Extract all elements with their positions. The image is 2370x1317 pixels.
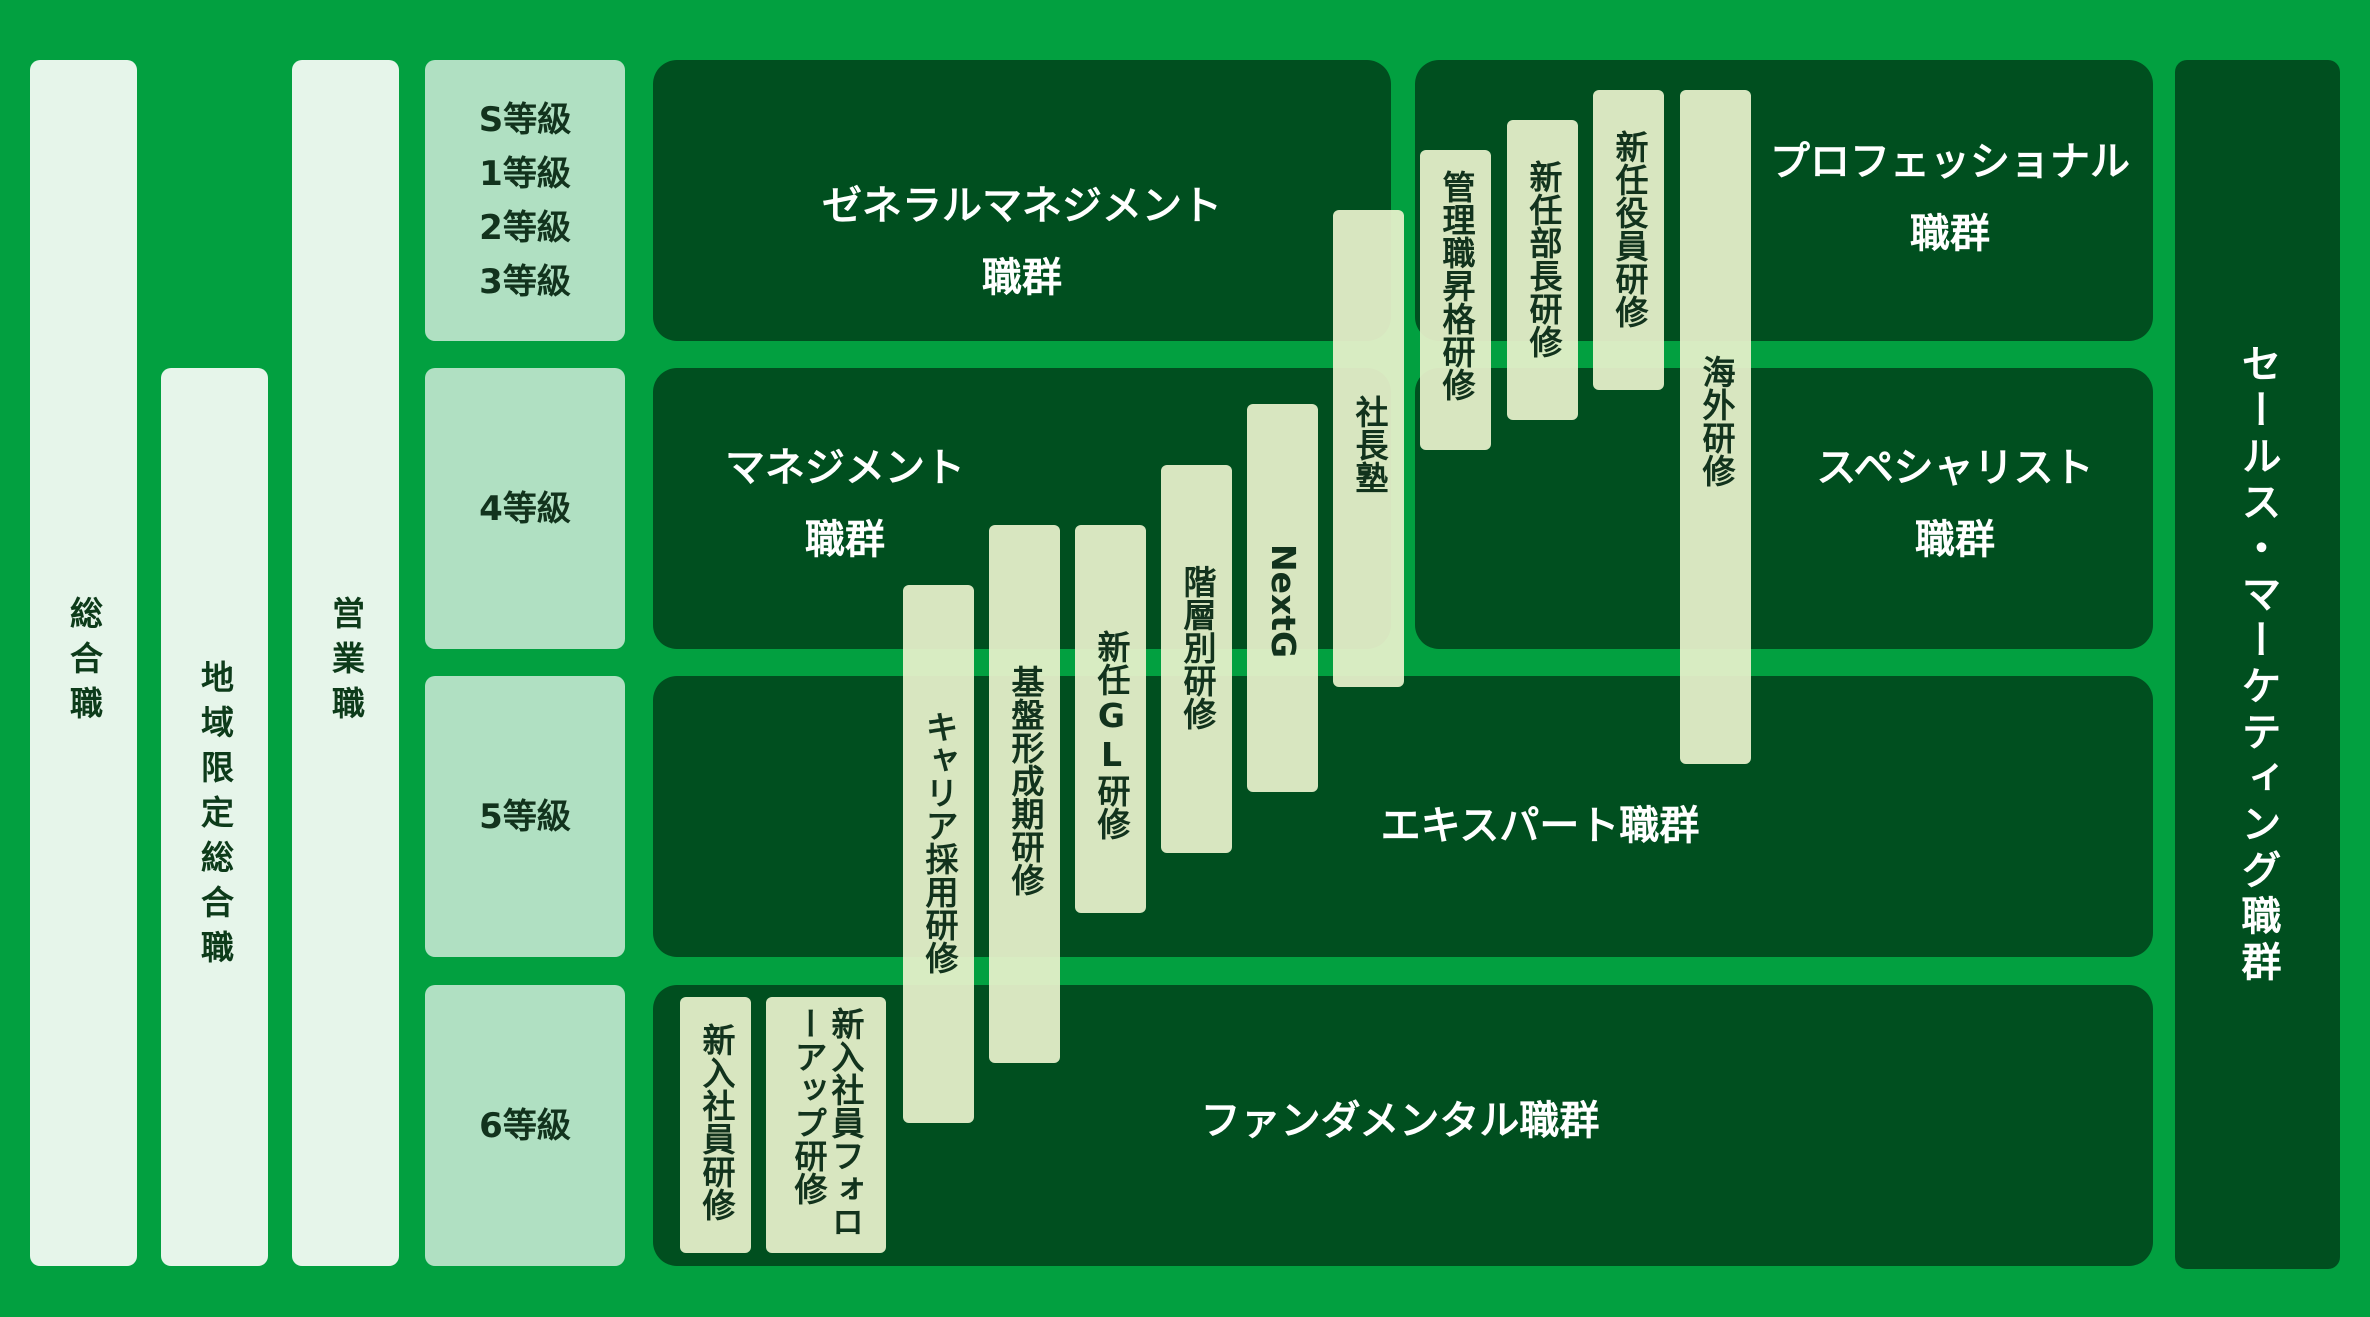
group-title: マネジメント bbox=[725, 445, 965, 491]
training-new-department-head: 新任部長研修 bbox=[1507, 120, 1578, 420]
training-career-hire: キャリア採用研修 bbox=[903, 585, 974, 1123]
group-title: エキスパート職群 bbox=[1380, 803, 1700, 849]
group-title-professional: プロフェッショナル 職群 bbox=[1760, 126, 2140, 270]
track-label: 地域限定総合職 bbox=[195, 659, 235, 975]
training-overseas: 海外研修 bbox=[1680, 90, 1751, 764]
group-general-management: ゼネラルマネジメント 職群 bbox=[653, 60, 1391, 341]
grade-label: 4等級 bbox=[479, 488, 571, 529]
group-title-management: マネジメント 職群 bbox=[680, 432, 1010, 576]
track-regional-sogoshoku: 地域限定総合職 bbox=[161, 368, 268, 1266]
group-subtitle: 職群 bbox=[805, 517, 885, 563]
training-new-gl: 新任GL研修 bbox=[1075, 525, 1146, 913]
training-president-school: 社長塾 bbox=[1333, 210, 1404, 687]
training-new-employee-followup: 新入社員フォローアップ研修 bbox=[766, 997, 886, 1253]
group-subtitle: 職群 bbox=[1915, 517, 1995, 563]
group-title: ゼネラルマネジメント bbox=[822, 183, 1222, 229]
grade-label: 5等級 bbox=[479, 796, 571, 837]
sales-marketing-label: セールス・マーケティング職群 bbox=[2234, 342, 2281, 987]
group-title-expert: エキスパート職群 bbox=[1330, 790, 1750, 862]
grade-box-top: S等級 1等級 2等級 3等級 bbox=[425, 60, 625, 341]
training-new-employee: 新入社員研修 bbox=[680, 997, 751, 1253]
grade-label: 1等級 bbox=[479, 153, 571, 194]
grade-box-4: 4等級 bbox=[425, 368, 625, 649]
group-title: プロフェッショナル bbox=[1770, 139, 2130, 185]
group-title: ファンダメンタル職群 bbox=[1200, 1098, 1600, 1144]
group-subtitle: 職群 bbox=[1910, 211, 1990, 257]
group-sales-marketing: セールス・マーケティング職群 bbox=[2175, 60, 2340, 1269]
group-title-specialist: スペシャリスト 職群 bbox=[1790, 432, 2120, 576]
group-subtitle: 職群 bbox=[982, 255, 1062, 301]
grade-label: 6等級 bbox=[479, 1105, 571, 1146]
track-sogoshoku: 総合職 bbox=[30, 60, 137, 1266]
grade-label: S等級 bbox=[478, 99, 572, 140]
training-foundation-period: 基盤形成期研修 bbox=[989, 525, 1060, 1063]
grade-label: 3等級 bbox=[479, 261, 571, 302]
group-title-fundamental: ファンダメンタル職群 bbox=[1160, 1085, 1640, 1157]
grade-box-5: 5等級 bbox=[425, 676, 625, 957]
grade-box-6: 6等級 bbox=[425, 985, 625, 1266]
track-label: 営業職 bbox=[326, 595, 366, 731]
track-sales: 営業職 bbox=[292, 60, 399, 1266]
training-new-executive: 新任役員研修 bbox=[1593, 90, 1664, 390]
grade-label: 2等級 bbox=[479, 207, 571, 248]
track-label: 総合職 bbox=[64, 595, 104, 731]
training-hierarchical: 階層別研修 bbox=[1161, 465, 1232, 853]
group-title: スペシャリスト bbox=[1816, 445, 2094, 491]
training-manager-promotion: 管理職昇格研修 bbox=[1420, 150, 1491, 450]
training-nextg: NextG bbox=[1247, 404, 1318, 792]
